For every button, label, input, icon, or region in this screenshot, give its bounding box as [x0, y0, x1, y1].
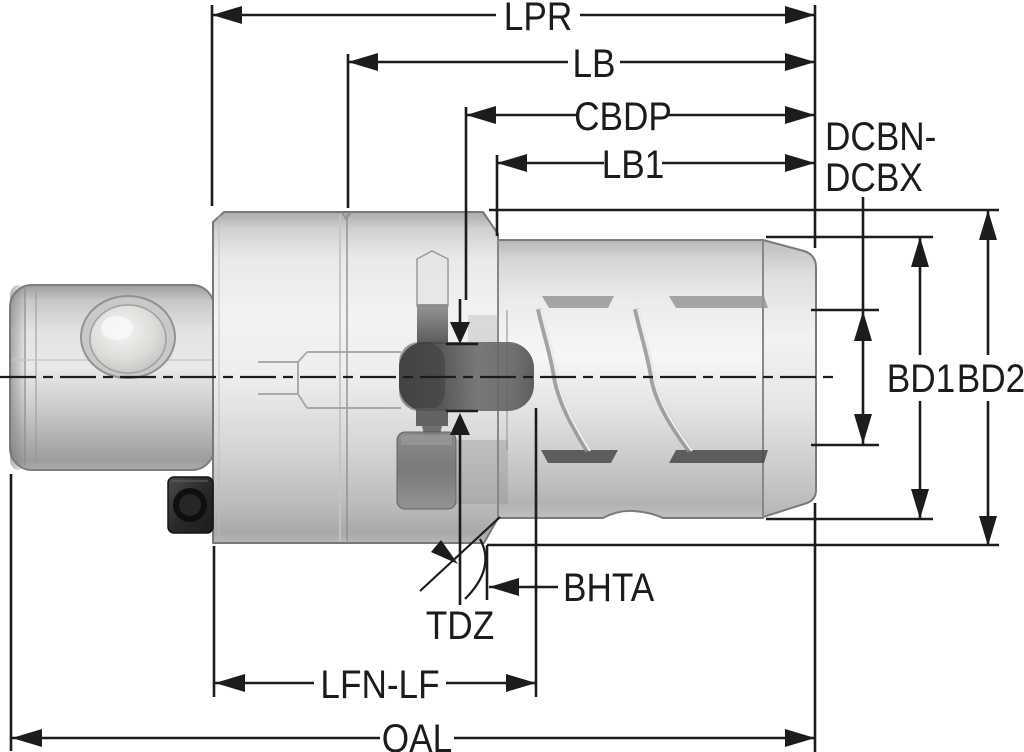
dimension-labels: LPR LB CBDP LB1 DCBN- DCBX BD1 BD2 BHTA … — [320, 0, 1024, 752]
dim-lb — [348, 53, 815, 71]
upper-pin — [417, 304, 448, 344]
dim-bd2 — [979, 210, 997, 546]
flange-top-notch — [341, 211, 352, 221]
nose-section — [762, 239, 817, 518]
label-lpr: LPR — [504, 0, 572, 38]
dim-bhta — [489, 578, 558, 596]
internal-bore-ghost — [258, 315, 498, 409]
label-lfn-lf: LFN-LF — [320, 662, 439, 707]
dim-lb1 — [497, 154, 815, 172]
slit-bottom-right — [669, 450, 768, 463]
dim-bd1 — [911, 237, 929, 519]
lower-pin — [416, 408, 448, 426]
dim-tdz — [419, 516, 501, 600]
dim-dcbn-dcbx — [854, 311, 872, 444]
dim-cbdp — [466, 106, 815, 124]
clamp-screw — [167, 476, 214, 534]
slit-top-left — [542, 296, 614, 308]
label-bhta: BHTA — [563, 565, 655, 610]
collet-slits — [541, 296, 768, 463]
label-oal: OAL — [382, 716, 452, 752]
screw-socket-inner — [179, 494, 201, 516]
label-bd1: BD1 — [887, 356, 955, 401]
label-dcbn-row2: DCBX — [825, 155, 923, 200]
label-lb1: LB1 — [602, 142, 665, 187]
upper-pin-tip — [416, 250, 449, 307]
label-tdz: TDZ — [426, 603, 494, 648]
label-cbdp: CBDP — [574, 94, 672, 139]
slit-bottom-left — [541, 450, 618, 463]
extension-lines — [9, 5, 999, 752]
label-dcbn-row1: DCBN- — [825, 114, 936, 159]
dimensions — [9, 5, 999, 752]
dim-oal — [12, 729, 815, 747]
label-lb: LB — [572, 41, 615, 86]
slit-top-right — [669, 296, 768, 308]
tool-body — [9, 211, 817, 544]
dim-depth-arrows — [450, 299, 470, 605]
label-bd2: BD2 — [957, 356, 1024, 401]
front-body — [497, 239, 764, 519]
dim-lpr — [212, 6, 815, 24]
shank-drive-hole-inner — [89, 304, 167, 374]
lower-cartridge-block — [396, 431, 457, 510]
dim-lfn-lf — [215, 674, 536, 692]
